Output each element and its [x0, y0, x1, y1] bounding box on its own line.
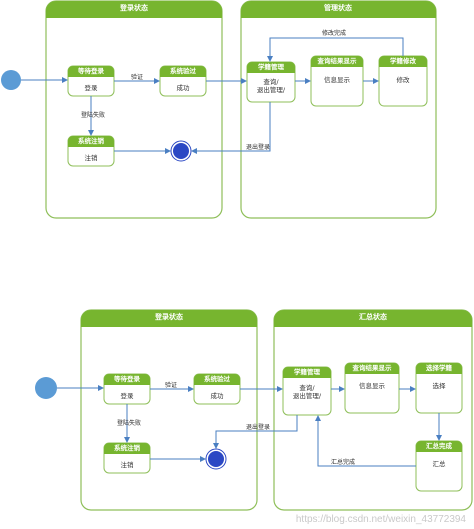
d2-label-exit-login: 退出登录 — [246, 424, 271, 431]
d2-manage-panel-title: 汇总状态 — [359, 313, 387, 321]
d2-sys-logout-body: 注销 — [120, 461, 134, 469]
d1-state-verify-pass — [159, 65, 207, 97]
d2-edge-mgmt-to-final — [213, 415, 298, 449]
d1-verify-pass-body: 成功 — [176, 84, 190, 92]
d1-query-result-body: 信息显示 — [324, 76, 350, 84]
d1-sys-logout-body: 注销 — [84, 154, 98, 162]
d2-summary-done-body: 汇总 — [432, 460, 446, 468]
d1-student-edit-body: 修改 — [396, 76, 410, 84]
d1-student-edit-title: 学籍修改 — [390, 57, 416, 65]
d2-verify-pass-body: 成功 — [210, 392, 224, 400]
d1-initial-state — [1, 70, 21, 90]
d1-state-student-edit — [378, 55, 428, 107]
d1-edge-edit-to-mgmt — [267, 37, 404, 62]
d1-manage-panel-title: 管理状态 — [324, 4, 352, 12]
d2-label-summary-done: 汇总完成 — [331, 459, 356, 466]
d1-manage-panel — [240, 0, 437, 219]
d1-state-student-mgmt — [246, 61, 296, 103]
d1-sys-logout-title: 系统注销 — [78, 137, 104, 145]
d1-wait-login-body: 登录 — [84, 84, 98, 92]
d2-sys-logout-title: 系统注销 — [114, 444, 140, 452]
d2-state-sys-logout — [103, 442, 151, 474]
d1-edge-mgmt-to-final — [191, 102, 271, 154]
d2-state-query-result — [344, 362, 400, 414]
d2-edge-summary-to-mgmt — [315, 415, 416, 467]
d2-query-result-title: 查询结果显示 — [352, 364, 392, 372]
d2-select-student-body: 选择 — [432, 382, 446, 390]
d2-wait-login-title: 等待登录 — [114, 375, 140, 383]
d2-initial-state — [35, 377, 57, 399]
d2-student-mgmt-title: 学籍管理 — [294, 368, 320, 376]
watermark-text: https://blog.csdn.net/weixin_43772394 — [295, 514, 466, 525]
d2-final-state — [205, 448, 227, 470]
d2-login-panel — [80, 309, 258, 511]
d1-verify-pass-title: 系统验过 — [170, 67, 196, 75]
d2-label-verify: 验证 — [165, 382, 178, 389]
d2-login-panel-title: 登录状态 — [155, 313, 183, 321]
d1-state-query-result — [310, 55, 364, 107]
d1-label-exit-login: 退出登录 — [246, 144, 271, 151]
d2-state-select-student — [415, 362, 463, 414]
d2-state-summary-done — [415, 440, 463, 492]
d1-label-login-fail: 登陆失败 — [81, 112, 106, 119]
d2-summary-done-title: 汇总完成 — [426, 442, 452, 450]
d2-label-login-fail: 登陆失败 — [117, 420, 142, 427]
d1-label-verify: 验证 — [131, 74, 144, 81]
d2-select-student-title: 选择学籍 — [426, 364, 452, 372]
d2-wait-login-body: 登录 — [120, 392, 134, 400]
d2-student-mgmt-body: 查询/ 退出管理/ — [292, 384, 322, 401]
d1-student-mgmt-title: 学籍管理 — [258, 63, 284, 71]
d1-final-state — [170, 140, 192, 162]
d1-login-panel — [45, 0, 223, 219]
d1-label-edit-done: 修改完成 — [322, 30, 347, 37]
d2-state-student-mgmt — [282, 366, 332, 416]
d1-student-mgmt-body: 查询/ 退出管理/ — [256, 78, 286, 95]
d2-query-result-body: 信息显示 — [359, 382, 385, 390]
d2-verify-pass-title: 系统验过 — [204, 375, 230, 383]
d1-login-panel-title: 登录状态 — [120, 4, 148, 12]
d1-wait-login-title: 等待登录 — [78, 67, 104, 75]
d1-query-result-title: 查询结果显示 — [317, 57, 357, 65]
